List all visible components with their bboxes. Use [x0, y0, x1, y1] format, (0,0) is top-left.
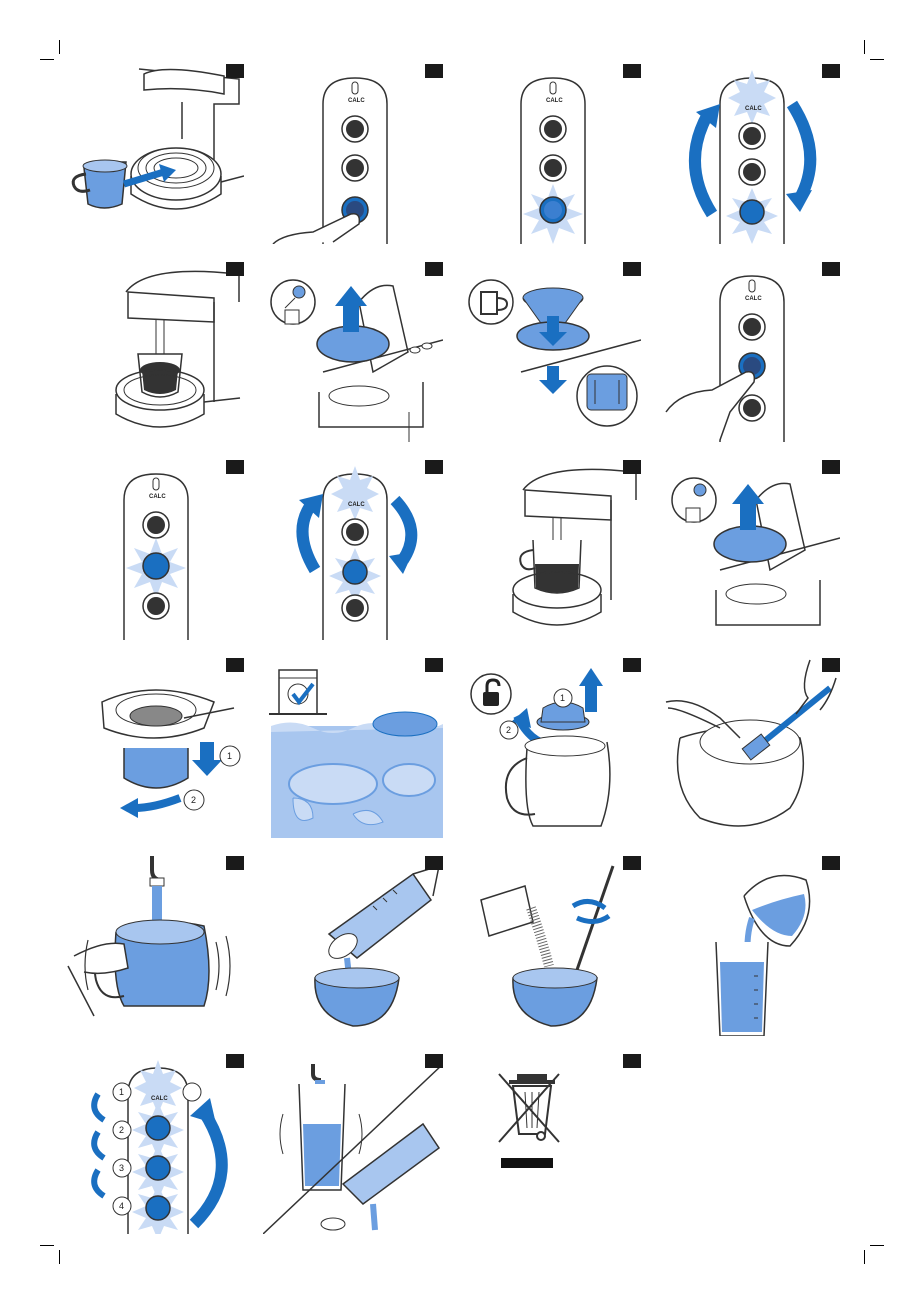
svg-text:CALC: CALC [745, 296, 762, 302]
cup-on-drip-tray-illustration [64, 64, 244, 244]
remove-capsule-holder-illustration [263, 262, 443, 442]
step-panel-10: CALC [263, 460, 443, 640]
step-number-box [623, 262, 641, 276]
step-panel-17 [64, 856, 244, 1036]
step-panel-21: CALC 1 2 3 4 [64, 1054, 244, 1234]
svg-text:3: 3 [119, 1163, 124, 1173]
dishwasher-parts-illustration [263, 658, 443, 838]
all-buttons-rotate-illustration: CALC [660, 64, 840, 244]
step-panel-7 [461, 262, 641, 442]
svg-text:1: 1 [560, 693, 565, 703]
brew-into-glass-illustration [461, 460, 641, 640]
svg-text:4: 4 [119, 1201, 124, 1211]
weee-bin-illustration [461, 1054, 641, 1234]
step-panel-11 [461, 460, 641, 640]
step-number-box [226, 856, 244, 870]
step-panel-8: CALC [660, 262, 840, 442]
step-number-box [226, 658, 244, 672]
step-panel-12 [660, 460, 840, 640]
svg-text:CALC: CALC [348, 98, 365, 104]
step-number-box [623, 64, 641, 78]
svg-text:2: 2 [191, 795, 196, 805]
svg-text:CALC: CALC [151, 1096, 168, 1102]
crop-mark [870, 1245, 884, 1246]
button-sequence-illustration: CALC 1 2 3 4 [64, 1054, 244, 1234]
step-number-box [226, 64, 244, 78]
capsule-to-bin-illustration [461, 262, 641, 442]
step-panel-2: CALC [263, 64, 443, 244]
pour-jug-bowl-illustration [263, 856, 443, 1036]
step-number-box [822, 262, 840, 276]
step-number-box [822, 856, 840, 870]
step-number-box [425, 262, 443, 276]
crop-mark [40, 1245, 54, 1246]
step-number-box [425, 658, 443, 672]
brush-clean-illustration [660, 658, 840, 838]
crop-mark [864, 1250, 865, 1264]
step-number-box [226, 1054, 244, 1068]
stir-descaler-illustration [461, 856, 641, 1036]
rinse-tap-illustration [64, 856, 244, 1036]
step-number-box [425, 460, 443, 474]
step-number-box [822, 460, 840, 474]
step-panel-15: 1 2 [461, 658, 641, 838]
step-panel-22 [263, 1054, 443, 1234]
svg-text:2: 2 [119, 1125, 124, 1135]
middle-button-glow-illustration: CALC [64, 460, 244, 640]
press-middle-button-illustration: CALC [660, 262, 840, 442]
pour-into-tank-illustration [660, 856, 840, 1036]
step-panel-23 [461, 1054, 641, 1234]
crop-mark [59, 40, 60, 54]
svg-text:1: 1 [227, 751, 232, 761]
svg-text:CALC: CALC [348, 502, 365, 508]
step-number-box [226, 460, 244, 474]
crop-mark [864, 40, 865, 54]
step-panel-16 [660, 658, 840, 838]
step-number-box [226, 262, 244, 276]
step-number-box [623, 460, 641, 474]
step-panel-13: 1 2 [64, 658, 244, 838]
step-panel-4: CALC [660, 64, 840, 244]
step-number-box [822, 64, 840, 78]
strong-button-glow-illustration: CALC [461, 64, 641, 244]
svg-text:1: 1 [119, 1087, 124, 1097]
step-number-box [425, 1054, 443, 1068]
step-panel-18 [263, 856, 443, 1036]
step-panel-20 [660, 856, 840, 1036]
step-panel-14 [263, 658, 443, 838]
svg-text:2: 2 [506, 725, 511, 735]
svg-text:CALC: CALC [745, 106, 762, 112]
svg-text:CALC: CALC [149, 494, 166, 500]
step-panel-5 [64, 262, 244, 442]
step-panel-6 [263, 262, 443, 442]
crop-mark [870, 59, 884, 60]
step-panel-3: CALC [461, 64, 641, 244]
step-number-box [623, 1054, 641, 1068]
crop-mark [40, 59, 54, 60]
step-number-box [623, 658, 641, 672]
svg-text:CALC: CALC [546, 98, 563, 104]
step-panel-1 [64, 64, 244, 244]
step-number-box [425, 64, 443, 78]
step-number-box [425, 856, 443, 870]
press-strong-button-illustration: CALC [263, 64, 443, 244]
step-number-box [623, 856, 641, 870]
middle-buttons-rotate-illustration: CALC [263, 460, 443, 640]
remove-holder-illustration [660, 460, 840, 640]
step-number-box [822, 658, 840, 672]
fill-tank-illustration [263, 1054, 443, 1234]
disassemble-holder-illustration: 1 2 [64, 658, 244, 838]
step-panel-19 [461, 856, 641, 1036]
brew-into-cup-illustration [64, 262, 244, 442]
step-panel-9: CALC [64, 460, 244, 640]
unlock-lid-illustration: 1 2 [461, 658, 641, 838]
crop-mark [59, 1250, 60, 1264]
